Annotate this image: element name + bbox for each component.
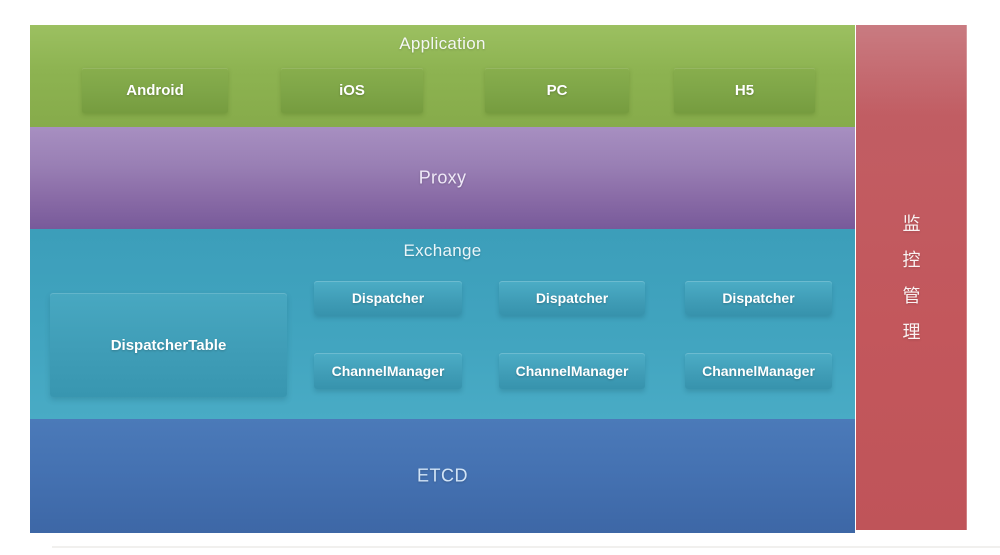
layer-proxy: Proxy [30,127,855,229]
channel-manager-box-2: ChannelManager [499,353,645,389]
app-box-android-label: Android [126,82,184,99]
channel-manager-box-3-label: ChannelManager [702,363,815,379]
dispatcher-box-2-label: Dispatcher [535,290,609,306]
channel-manager-box-3: ChannelManager [685,353,832,389]
layer-exchange: Exchange DispatcherTable Dispatcher Disp… [30,229,855,419]
layer-application: Application Android iOS PC H5 [30,25,855,127]
dispatcher-table-box: DispatcherTable [50,293,287,397]
channel-manager-box-1-label: ChannelManager [331,363,445,379]
dispatcher-box-1-label: Dispatcher [351,290,425,306]
layer-etcd: ETCD [30,419,855,533]
channel-manager-box-2-label: ChannelManager [515,363,629,379]
dispatcher-box-2: Dispatcher [499,281,645,315]
channel-manager-box-1: ChannelManager [314,353,462,389]
exchange-layer-title: Exchange [403,241,482,260]
app-box-h5: H5 [674,68,815,113]
etcd-layer-title: ETCD [417,465,468,486]
sidebar-char-4: 理 [902,321,921,342]
dispatcher-box-1: Dispatcher [314,281,462,315]
monitoring-management-sidebar: 监 控 管 理 [856,25,967,530]
sidebar-char-3: 管 [902,285,921,306]
app-box-pc-label: PC [546,82,568,99]
app-box-ios-label: iOS [339,82,365,99]
app-box-android: Android [82,68,228,113]
bottom-divider [52,546,1000,548]
app-box-pc: PC [485,68,629,113]
dispatcher-box-3: Dispatcher [685,281,832,315]
app-box-h5-label: H5 [734,82,755,99]
dispatcher-box-3-label: Dispatcher [722,290,795,306]
dispatcher-table-label: DispatcherTable [110,336,227,354]
app-box-ios: iOS [281,68,423,113]
sidebar-char-2: 控 [902,249,921,270]
sidebar-char-1: 监 [902,213,921,234]
application-layer-title: Application [399,34,486,53]
proxy-layer-title: Proxy [418,167,467,188]
